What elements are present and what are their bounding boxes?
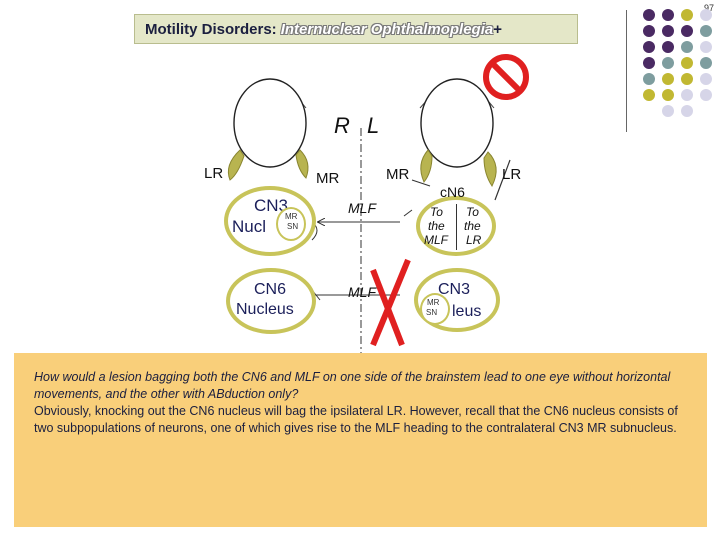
decor-dot [662,57,674,69]
mlf-bottom-label: MLF [348,284,376,300]
answer-text: Obviously, knocking out the CN6 nucleus … [34,404,678,435]
decor-dot [643,9,655,21]
decor-dot [700,89,712,101]
to-mlf-line3: MLF [424,233,448,247]
decor-dot [643,73,655,85]
left-lr-muscle [227,149,245,181]
right-side-label: R [334,113,350,138]
decor-dot [643,57,655,69]
to-lr-line3: LR [466,233,482,247]
decor-dot [643,25,655,37]
page-number: 97 [703,3,714,13]
mr-right-label: MR [386,166,410,183]
decor-dot [681,25,693,37]
cn6-right-divider [456,204,457,250]
cn3-left-line2: Nucl [232,217,267,236]
nerve-branch [403,209,413,217]
right-mr-muscle [420,149,433,183]
decor-dot [643,41,655,53]
decor-dot [662,25,674,37]
cn6-nucleus-line1: CN6 [254,281,287,298]
to-lr-line1: To [466,205,479,219]
title-plus: + [493,20,502,38]
cn3-right-sub-sn: SN [426,308,438,317]
no-symbol-icon [483,54,529,100]
decor-vertical-line [626,10,627,132]
decor-dot [681,9,693,21]
right-eyeball [420,78,494,168]
mr-left-label: MR [316,170,340,187]
cn6-small-label: cN6 [440,184,465,200]
to-lr-line2: the [464,219,481,233]
cn3-nucleus-left [224,186,316,256]
slide-title: Motility Disorders: Internuclear Ophthal… [134,14,578,44]
right-lr-muscle [483,151,497,187]
left-mr-muscle [295,149,309,179]
cn3-right-line2: leus [452,303,482,320]
decor-dot [662,73,674,85]
title-subtitle: Internuclear Ophthalmoplegia [280,20,494,38]
decor-dot [681,57,693,69]
cn6-nucleus-line2: Nucleus [236,301,294,318]
cn3-left-line1: CN3 [254,196,289,215]
decor-dot [700,57,712,69]
lesion-x-mark [370,258,411,347]
decor-dot [681,89,693,101]
nerve-to-lr-right [494,159,511,201]
nerve-mr-right [411,179,431,187]
decor-dot [700,9,712,21]
to-mlf-line1: To [430,205,443,219]
mlf-top-label: MLF [348,200,376,216]
cn3-right-line1: CN3 [438,281,471,298]
cn3-left-sub-sn: SN [287,222,299,231]
cn3-left-subnucleus [276,207,306,241]
cn3-right-subnucleus [420,293,450,325]
cn3-left-sub-mr: MR [285,212,298,221]
lr-left-label: LR [204,165,224,182]
left-side-label: L [367,113,380,138]
explanation-text-box: How would a lesion bagging both the CN6 … [14,353,707,527]
to-mlf-line2: the [428,219,445,233]
decor-dot [681,105,693,117]
decor-dot [662,89,674,101]
left-eyeball [233,78,307,168]
lr-right-label: LR [502,166,522,183]
cn6-nucleus-left [226,268,316,334]
cn3-right-sub-mr: MR [427,298,440,307]
decor-dot-grid [640,9,720,119]
ino-diagram [227,54,529,355]
decor-dot [681,41,693,53]
decor-dot [662,9,674,21]
title-main: Motility Disorders: [145,20,277,38]
decor-dot [662,41,674,53]
decor-dot [700,41,712,53]
decor-dot [681,73,693,85]
decor-dot [700,73,712,85]
question-text: How would a lesion bagging both the CN6 … [34,370,671,401]
decor-dot [643,89,655,101]
decor-dot [662,105,674,117]
decor-dot [700,25,712,37]
